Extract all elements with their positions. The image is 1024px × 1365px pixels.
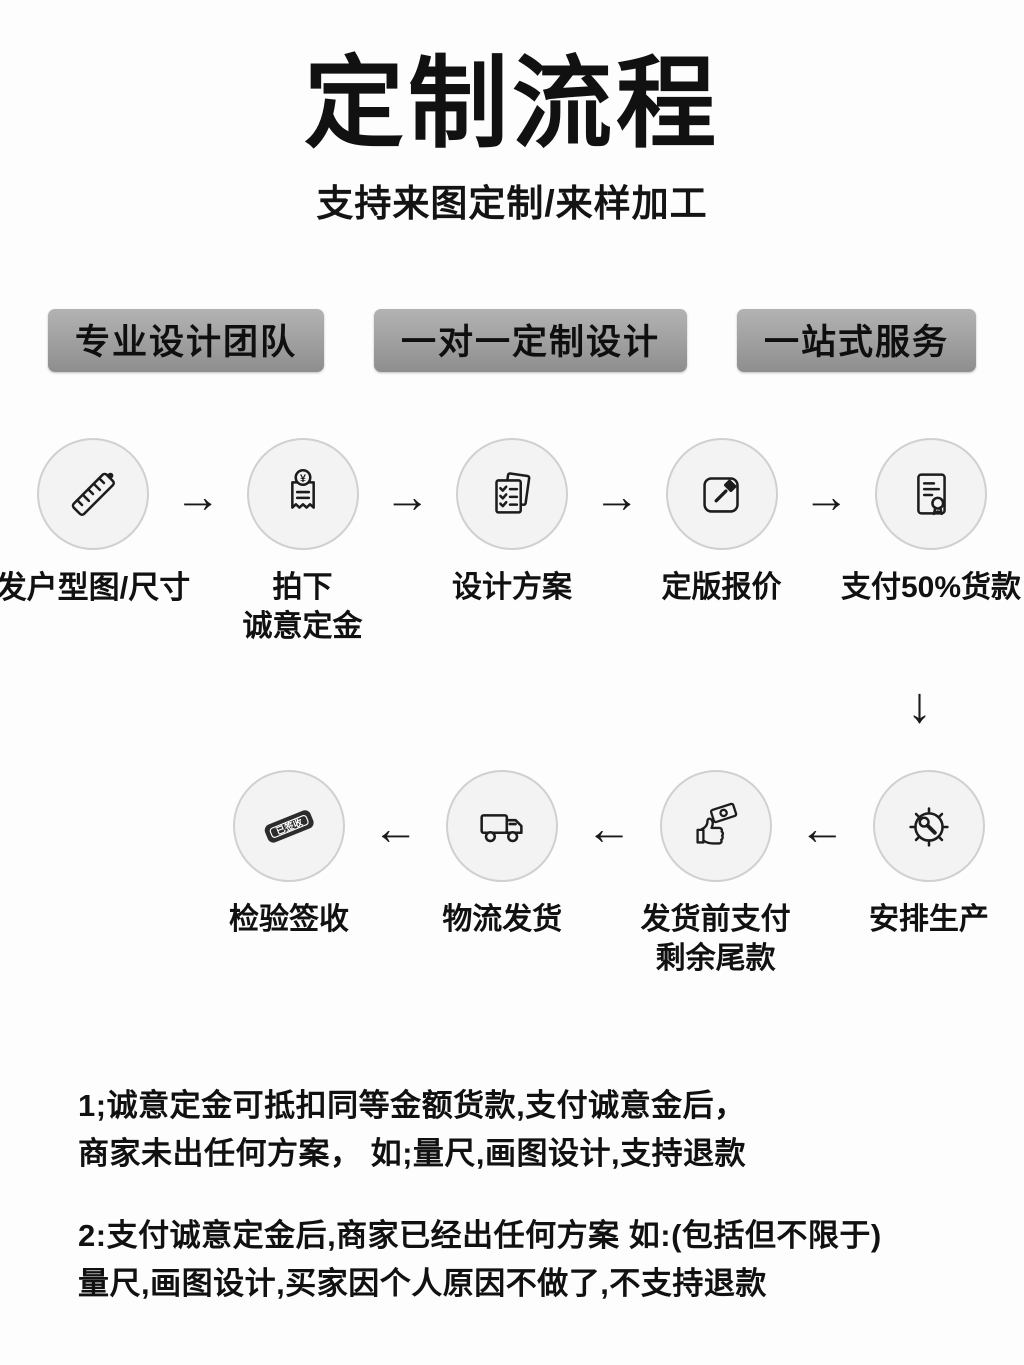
badge-one-on-one-design: 一对一定制设计 <box>373 309 687 372</box>
step-circle <box>456 438 568 550</box>
step-label: 发货前支付 剩余尾款 <box>640 903 791 975</box>
process-row-1: 发户型图/尺寸 → ¥ 拍下 诚意定金 → <box>0 438 1024 646</box>
step-finalize-quote: 定版报价 <box>661 438 782 607</box>
step-circle <box>665 438 778 550</box>
step-circle: 已签收 <box>233 770 345 882</box>
arrow-left-icon: ← <box>585 802 632 854</box>
arrow-right-icon: → <box>174 470 221 522</box>
arrow-left-icon: ← <box>799 802 846 854</box>
yuan-glyph: ¥ <box>300 473 306 485</box>
note-2: 2:支付诚意定金后,商家已经出任何方案 如:(包括但不限于) 量尺,画图设计,买… <box>78 1218 882 1302</box>
step-circle <box>872 770 985 882</box>
step-place-deposit: ¥ 拍下 诚意定金 <box>242 438 363 646</box>
hand-money-icon <box>696 802 737 845</box>
step-design-plan: 设计方案 <box>452 438 572 607</box>
step-send-floorplan: 发户型图/尺寸 <box>0 438 190 608</box>
badge-professional-design-team: 专业设计团队 <box>47 309 324 372</box>
step-circle: ¥ <box>246 438 359 550</box>
arrow-right-icon: → <box>593 470 640 522</box>
deposit-receipt-icon: ¥ <box>290 469 315 509</box>
arrow-down-icon: ↓ <box>907 677 932 733</box>
feature-badges: 专业设计团队 一对一定制设计 一站式服务 <box>0 309 1024 372</box>
step-label: 支付50%货款 <box>840 571 1022 604</box>
step-label: 安排生产 <box>868 903 989 936</box>
step-logistics-ship: 物流发货 <box>442 770 563 939</box>
step-label: 物流发货 <box>442 903 563 936</box>
arrow-right-icon: → <box>384 470 431 522</box>
step-circle <box>659 770 772 882</box>
step-arrange-production: 安排生产 <box>868 770 989 939</box>
step-pay-balance: 发货前支付 剩余尾款 <box>641 770 791 978</box>
terms-notes: 1;诚意定金可抵扣同等金额货款,支付诚意金后， 商家未出任何方案， 如;量尺,画… <box>0 1082 1024 1308</box>
step-circle <box>875 438 987 550</box>
step-circle <box>446 770 559 882</box>
design-plan-icon <box>495 472 531 514</box>
step-label: 定版报价 <box>661 571 782 604</box>
step-pay-50-percent: 支付50%货款 <box>841 438 1021 607</box>
process-row-2: 已签收 检验签收 ← 物流发货 ← <box>0 770 1024 978</box>
gear-wrench-icon <box>909 807 949 847</box>
page-subtitle: 支持来图定制/来样加工 <box>316 183 708 224</box>
arrow-left-icon: ← <box>372 802 419 854</box>
certificate-icon <box>917 473 946 516</box>
step-label: 拍下 诚意定金 <box>242 571 363 643</box>
ruler-icon <box>71 472 115 516</box>
step-label: 设计方案 <box>452 571 572 604</box>
row-connector: ↓ <box>0 676 1024 734</box>
badge-one-stop-service: 一站式服务 <box>737 309 977 372</box>
quote-gavel-icon <box>702 477 739 513</box>
step-inspect-sign: 已签收 检验签收 <box>229 770 349 939</box>
step-label: 发户型图/尺寸 <box>0 570 191 605</box>
step-label: 检验签收 <box>229 903 349 936</box>
signed-stamp-icon: 已签收 <box>264 810 314 843</box>
arrow-right-icon: → <box>803 470 850 522</box>
note-1: 1;诚意定金可抵扣同等金额货款,支付诚意金后， 商家未出任何方案， 如;量尺,画… <box>78 1088 747 1172</box>
page-title: 定制流程 <box>304 48 720 160</box>
truck-icon <box>480 814 523 843</box>
step-circle <box>37 438 149 550</box>
